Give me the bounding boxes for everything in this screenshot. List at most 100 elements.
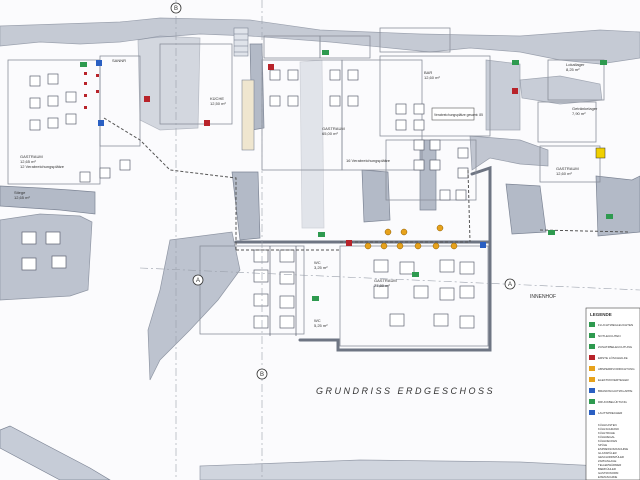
escape-sign-icon (600, 60, 607, 65)
room-area: 12,65 m² (14, 195, 30, 200)
section-markers: B B A A (170, 2, 516, 380)
escape-sign-icon (412, 272, 419, 277)
legend-abbrev-item: GASTRONORM (598, 471, 619, 475)
section-marker-a-left: A (192, 274, 204, 286)
room-label: GASTRAUM 77,80 m² (374, 278, 397, 288)
room-label: GASTRAUM 12,65 m² 12 Verabreichungsplätz… (20, 154, 65, 169)
warning-icon (595, 147, 606, 159)
legend-label: ZUSATZBELEUCHTUNG (598, 345, 633, 349)
legend-swatch (589, 344, 595, 349)
fire-extinguisher-icon (268, 64, 274, 70)
room-label: WC 5,25 m² (314, 318, 328, 328)
legend-swatch (589, 377, 595, 382)
seat-count-text: Verabreichungsplätze gesamt: 85 (434, 113, 483, 117)
section-marker-b-bottom: B (256, 368, 268, 380)
escape-sign-icon (606, 214, 613, 219)
legend-label: ERSTE LÖSCHHILFE (598, 356, 628, 360)
room-name: Lokallager (566, 62, 585, 67)
wc-block (253, 246, 297, 336)
room-labels: GASTRAUM 12,65 m² 12 Verabreichungsplätz… (14, 58, 598, 328)
courtyard-label: INNENHOF (530, 294, 556, 300)
escape-sign-icon (548, 230, 555, 235)
room-note: 12 Verabreichungsplätze (20, 164, 65, 169)
section-marker-label: A (196, 278, 200, 284)
room-name: Stiege (14, 190, 26, 195)
speaker-icon (98, 120, 104, 126)
room-label: Stiege 12,65 m² (14, 190, 30, 200)
room-outlines (7, 27, 605, 347)
escape-sign-icon (512, 60, 519, 65)
legend-abbrev-item: KÜHLREGAL (598, 435, 615, 439)
legend-abbrev-item: KÜHLDECKEN (598, 439, 617, 443)
legend-label: ELEKTROVERTEILER (598, 378, 629, 382)
room-name: GASTRAUM (20, 154, 43, 159)
room-name: Getränkelager (572, 106, 598, 111)
legend-item: FLUCHTWEGLEUCHTEN (589, 322, 633, 327)
escape-sign-icon (80, 62, 87, 67)
legend-swatch (589, 410, 595, 415)
legend: LEGENDE FLUCHTWEGLEUCHTEN NOTLEUCHTEN ZUSA… (585, 307, 640, 480)
room-name: WC (314, 318, 321, 323)
legend-label: BRANDSCHUTZKLAPPE (598, 389, 632, 393)
room-area: 8,25 m² (566, 67, 580, 72)
furniture (21, 69, 475, 329)
legend-label: ABSPERRVORRICHTUNG (598, 367, 635, 371)
room-label: BAR 12,60 m² (424, 70, 440, 80)
escape-sign-icon (318, 232, 325, 237)
legend-swatch (589, 366, 595, 371)
legend-items: FLUCHTWEGLEUCHTEN NOTLEUCHTEN ZUSATZBELEUC… (589, 322, 635, 415)
speaker-icon (96, 60, 102, 66)
room-label: Lokallager 8,25 m² (566, 62, 585, 72)
room-name: BAR (424, 70, 432, 75)
legend-abbrev-item: SPÜLE (598, 443, 607, 447)
legend-item: ZUSATZBELEUCHTUNG (589, 344, 633, 349)
room-label: 16 Verabreichungsplätze (346, 158, 391, 163)
room-area: 12,60 m² (556, 171, 572, 176)
legend-abbrev-item: KÜHLKASTEN (598, 423, 617, 427)
fire-extinguisher-icon (204, 120, 210, 126)
legend-label: LAUTSPRECHER (598, 411, 623, 415)
legend-item: NOTLEUCHTEN (589, 333, 621, 338)
fire-extinguisher-icon (144, 96, 150, 102)
room-name: GASTRAUM (322, 126, 345, 131)
legend-swatch (589, 399, 595, 404)
legend-swatch (589, 388, 595, 393)
room-label: GASTRAUM 65,00 m² (322, 126, 345, 136)
room-area: 77,80 m² (374, 283, 390, 288)
safety-symbols (80, 50, 613, 301)
legend-abbrev-item: KÜHLSCHRANK (598, 427, 619, 431)
legend-label: FLUCHTWEGLEUCHTEN (598, 323, 633, 327)
seat-count-note: Verabreichungsplätze gesamt: 85 (431, 107, 483, 121)
room-name: WC (314, 260, 321, 265)
legend-item: ERSTE LÖSCHHILFE (589, 355, 628, 360)
legend-abbrev-item: ZAPFANLAGE (598, 459, 616, 463)
legend-abbrev-item: ESPRESSOMASCHINE (598, 447, 628, 451)
legend-abbrev-item: EISMASCHINE (598, 475, 617, 479)
room-label: SANNR (112, 58, 126, 63)
section-marker-label: B (260, 372, 264, 378)
legend-item: ABSPERRVORRICHTUNG (589, 366, 635, 371)
legend-abbrev-item: GLASSPÜLER (598, 451, 617, 455)
legend-label: DRUCKBELÜFTUNG (598, 400, 628, 404)
legend-abbrev-item: GESCHIRRSPÜLER (598, 455, 624, 459)
shutoff-device-row (364, 224, 458, 250)
room-label: KÜCHE 12,50 m² (210, 96, 226, 106)
section-marker-b-top: B (170, 2, 182, 14)
legend-swatch (589, 355, 595, 360)
room-area: 65,00 m² (322, 131, 338, 136)
room-area: 12,60 m² (424, 75, 440, 80)
legend-item: ELEKTROVERTEILER (589, 377, 629, 382)
legend-item: DRUCKBELÜFTUNG (589, 399, 628, 404)
section-marker-label: B (174, 6, 178, 12)
room-name: GASTRAUM (556, 166, 579, 171)
legend-title: LEGENDE (590, 312, 612, 317)
legend-abbrev-item: TELLERWÄRMER (598, 463, 621, 467)
walls (0, 17, 640, 480)
fire-extinguisher-icon (346, 240, 352, 246)
legend-swatch (589, 322, 595, 327)
section-marker-label: A (508, 282, 512, 288)
room-label: Getränkelager 7,90 m² (572, 106, 598, 116)
room-name: SANNR (112, 58, 126, 63)
room-name: GASTRAUM (374, 278, 397, 283)
